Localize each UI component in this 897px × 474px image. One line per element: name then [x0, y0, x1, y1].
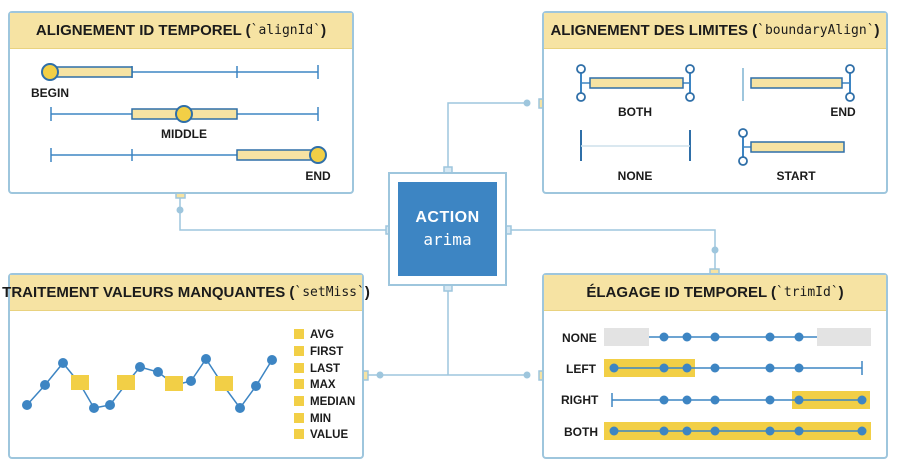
connector-dot — [376, 371, 384, 379]
action-subtitle: arima — [423, 230, 472, 249]
panel-align-id-close: ) — [321, 22, 327, 39]
panel-missing-code: `setMiss` — [294, 285, 365, 300]
missing-series-line — [26, 357, 273, 410]
action-box-inner: ACTION arima — [398, 182, 497, 276]
boundary-none — [580, 130, 691, 161]
legend-swatch — [294, 396, 304, 406]
missing-series-points — [22, 354, 277, 413]
align-end-label: END — [305, 169, 331, 183]
boundary-diagram: BOTH END NONE START — [576, 64, 856, 183]
panel-boundary-code: `boundaryAlign` — [757, 23, 875, 38]
legend-first: FIRST — [310, 346, 343, 358]
missing-fill — [71, 375, 89, 390]
legend-last: LAST — [310, 363, 340, 375]
align-middle-label: MIDDLE — [161, 127, 207, 141]
panel-trim-title: ÉLAGAGE ID TEMPOREL ( — [586, 284, 777, 301]
legend-avg: AVG — [310, 329, 334, 341]
legend-swatch — [294, 379, 304, 389]
align-begin-label: BEGIN — [31, 86, 69, 100]
boundary-both — [576, 64, 695, 102]
boundary-start-label: START — [776, 169, 816, 183]
connector-dot — [711, 246, 719, 254]
legend-swatch — [294, 363, 304, 373]
missing-legend: AVG FIRST LAST MAX MEDIAN MIN VALUE — [294, 329, 355, 441]
panel-trim: ÉLAGAGE ID TEMPOREL (`trimId`) NONE LEFT… — [542, 273, 888, 459]
align-begin-bar — [49, 66, 133, 78]
panel-boundary: ALIGNEMENT DES LIMITES (`boundaryAlign`) — [542, 11, 888, 194]
trim-both-row — [604, 422, 871, 440]
align-end-marker — [309, 146, 327, 164]
panel-align-id-code: `alignId` — [250, 23, 322, 38]
trim-diagram: NONE LEFT RIGHT BOTH — [561, 328, 871, 440]
panel-boundary-close: ) — [874, 22, 880, 39]
legend-max: MAX — [310, 379, 336, 391]
missing-diagram: AVG FIRST LAST MAX MEDIAN MIN VALUE — [22, 329, 355, 441]
legend-min: MIN — [310, 413, 331, 425]
connector-dot — [523, 99, 531, 107]
connector-dot — [176, 206, 184, 214]
trim-left-label: LEFT — [566, 362, 597, 376]
connector-trim — [507, 229, 716, 273]
legend-median: MEDIAN — [310, 396, 355, 408]
legend-swatch — [294, 346, 304, 356]
align-middle-marker — [175, 105, 193, 123]
trim-left-row — [604, 359, 863, 377]
missing-fill — [215, 376, 233, 391]
boundary-start — [738, 128, 845, 166]
boundary-both-label: BOTH — [618, 105, 652, 119]
panel-boundary-title: ALIGNEMENT DES LIMITES ( — [550, 22, 758, 39]
panel-trim-close: ) — [838, 284, 844, 301]
trim-both-label: BOTH — [564, 425, 598, 439]
panel-trim-header: ÉLAGAGE ID TEMPOREL (`trimId`) — [544, 275, 886, 311]
trim-right-label: RIGHT — [561, 393, 599, 407]
align-id-diagram: BEGIN MIDDLE END — [31, 63, 331, 183]
trim-none-row — [604, 328, 871, 346]
panel-missing-title: TRAITEMENT VALEURS MANQUANTES ( — [2, 284, 295, 301]
panel-missing-header: TRAITEMENT VALEURS MANQUANTES (`setMiss`… — [2, 275, 370, 311]
legend-swatch — [294, 429, 304, 439]
connector-boundary — [447, 102, 527, 172]
missing-filled-values — [71, 375, 233, 391]
connector-dot — [523, 371, 531, 379]
legend-swatch — [294, 413, 304, 423]
trim-none-label: NONE — [562, 331, 597, 345]
panel-missing-close: ) — [364, 284, 370, 301]
panel-missing: TRAITEMENT VALEURS MANQUANTES (`setMiss`… — [2, 273, 370, 459]
panel-align-id-title: ALIGNEMENT ID TEMPOREL ( — [35, 22, 251, 39]
missing-fill — [165, 376, 183, 391]
missing-fill — [117, 375, 135, 390]
align-begin-marker — [41, 63, 59, 81]
panel-align-id: ALIGNEMENT ID TEMPOREL (`alignId`) BEG — [8, 11, 354, 194]
legend-value: VALUE — [310, 429, 348, 441]
boundary-end — [742, 64, 855, 102]
panel-trim-code: `trimId` — [776, 285, 839, 300]
align-end-bar — [236, 149, 319, 161]
connector-align-id — [179, 193, 390, 231]
legend-swatch — [294, 329, 304, 339]
action-box: ACTION arima — [388, 172, 507, 286]
trim-right-row — [611, 391, 870, 409]
panel-align-id-header: ALIGNEMENT ID TEMPOREL (`alignId`) — [10, 13, 352, 49]
action-title: ACTION — [415, 209, 480, 226]
panel-boundary-header: ALIGNEMENT DES LIMITES (`boundaryAlign`) — [544, 13, 886, 49]
boundary-end-label: END — [830, 105, 856, 119]
boundary-none-label: NONE — [618, 169, 653, 183]
